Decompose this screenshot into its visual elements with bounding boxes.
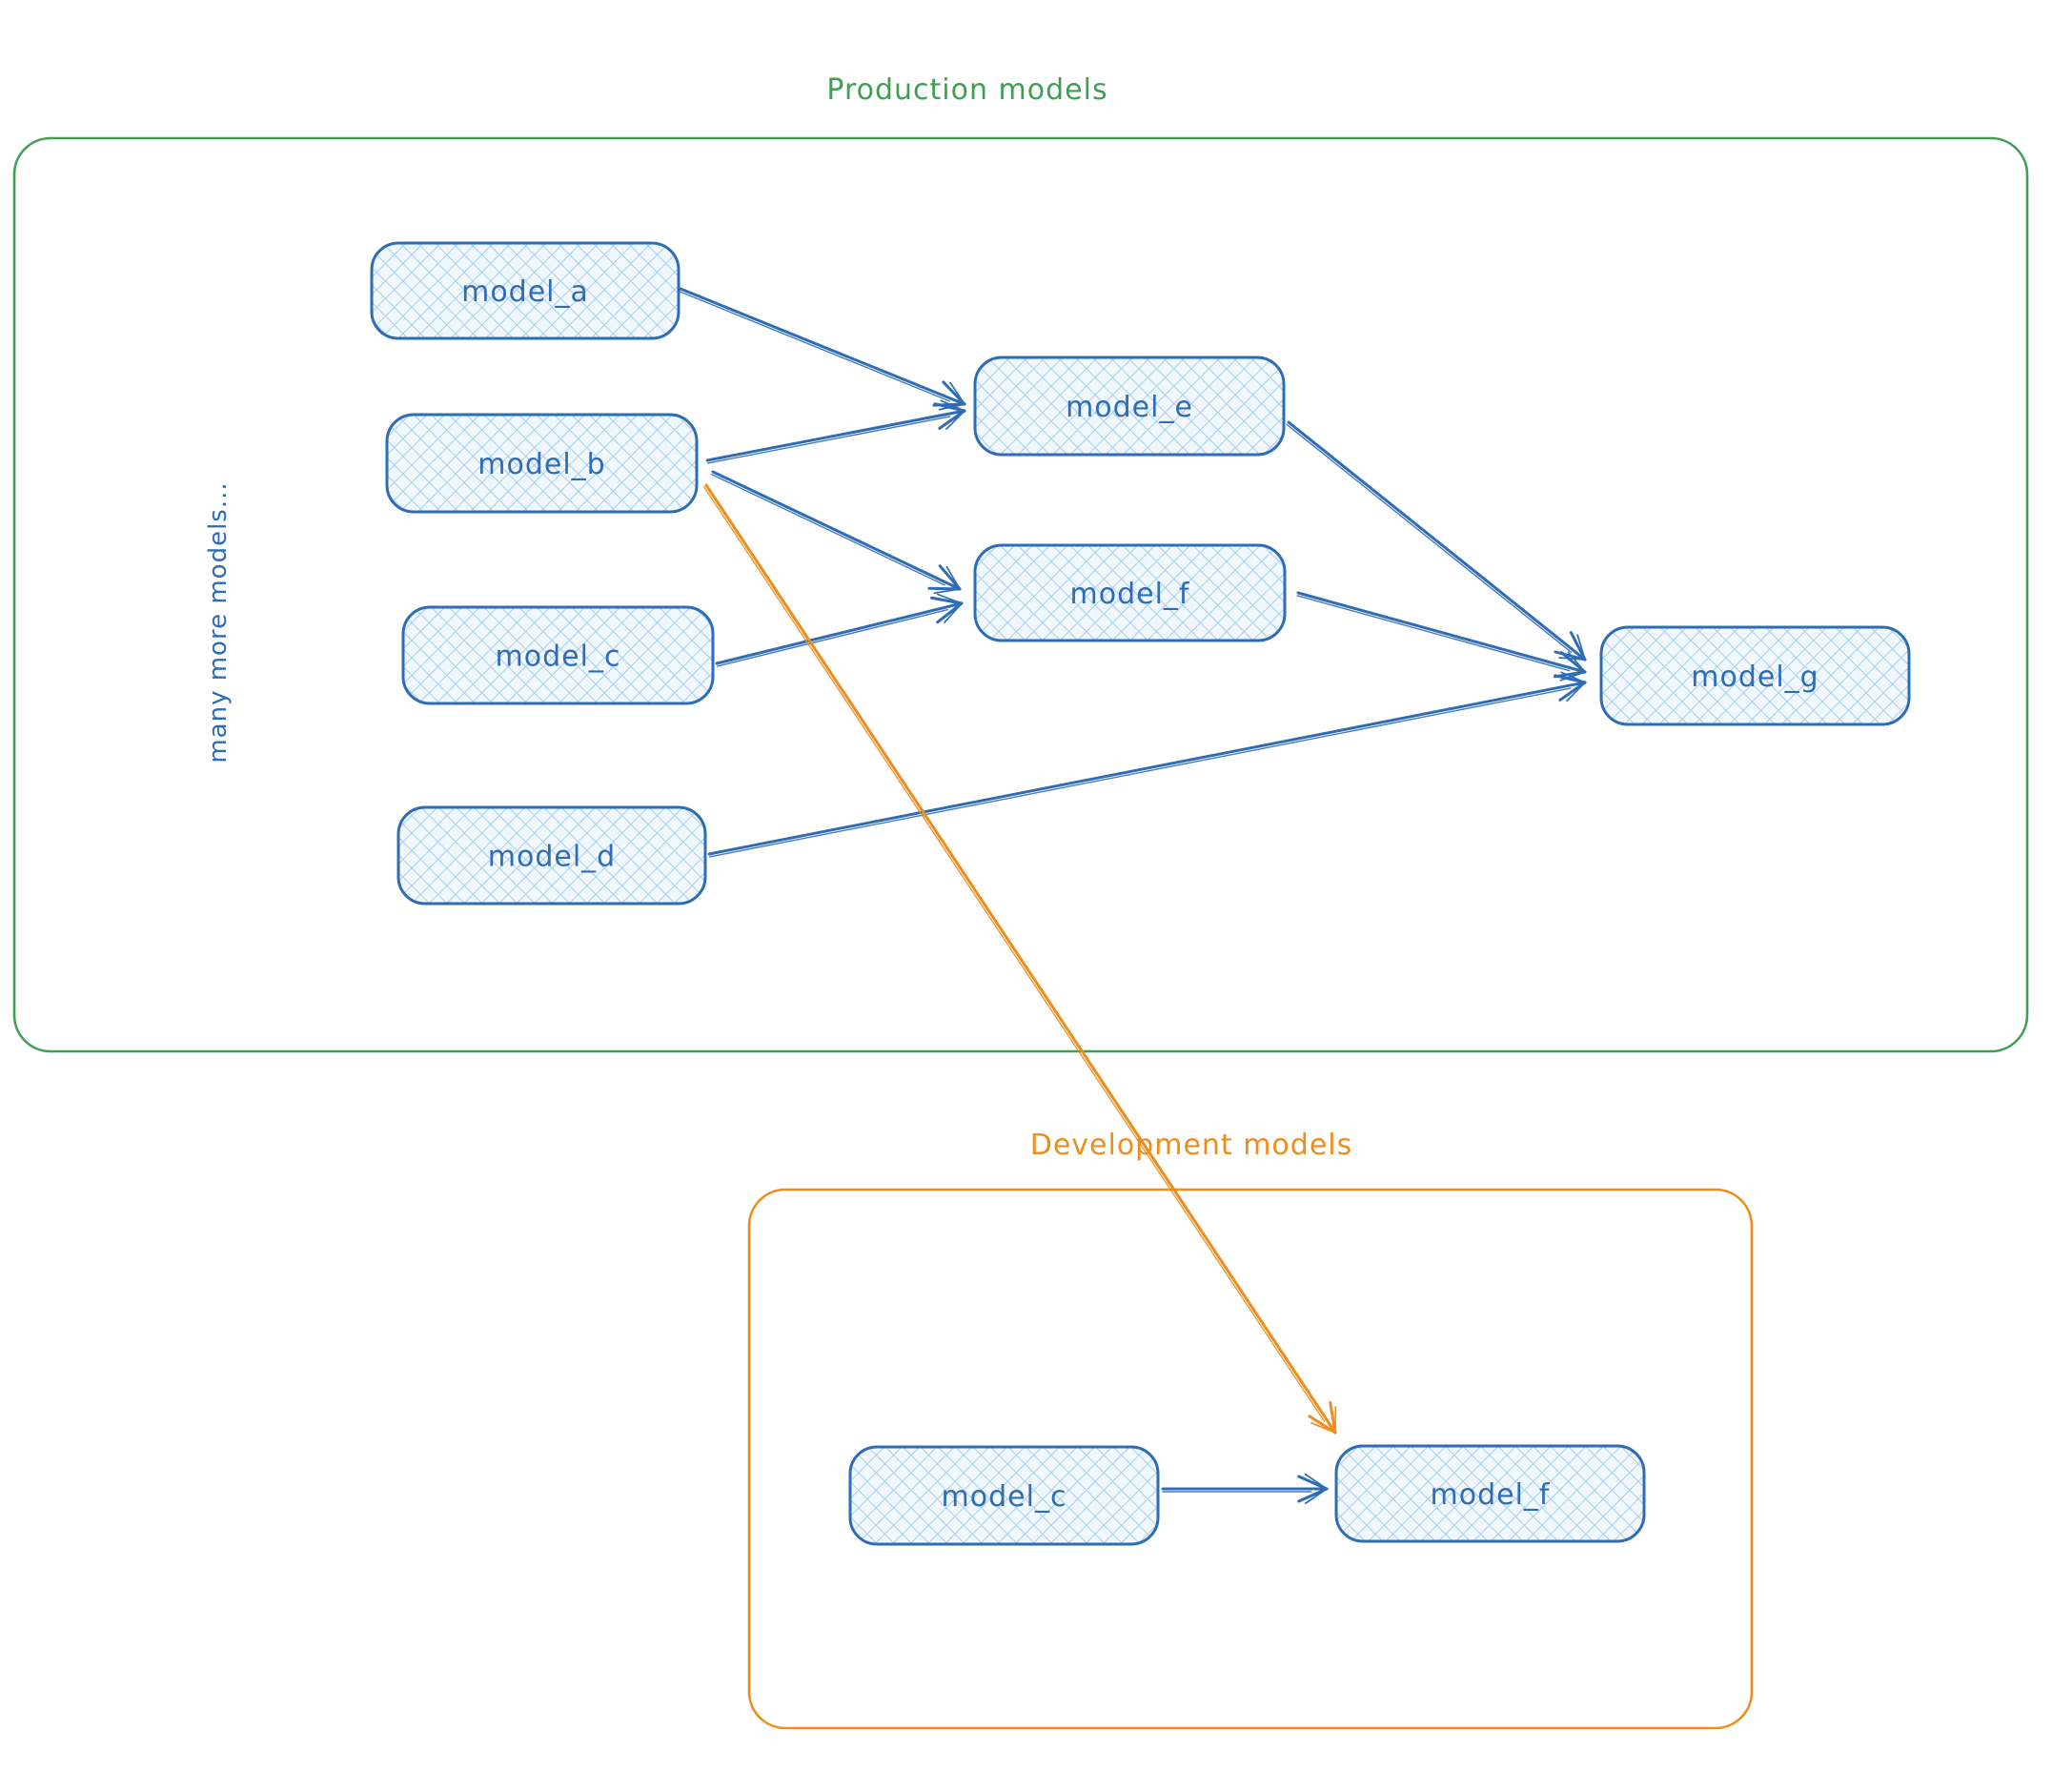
node-model_d: model_d — [396, 805, 707, 906]
arrow-model_b-to-dev_model_f — [702, 483, 1337, 1435]
node-model_b-box — [385, 413, 699, 514]
node-dev_model_c: model_c — [848, 1445, 1160, 1546]
node-model_d-box — [396, 805, 707, 906]
arrow-model_c-to-model_f — [715, 593, 964, 667]
node-model_f: model_f — [973, 543, 1287, 642]
node-dev_model_f-label: model_f — [1431, 1478, 1551, 1512]
node-model_g: model_g — [1599, 625, 1911, 726]
many-more-models-note: many more models... — [204, 481, 233, 763]
production-group-title: Production models — [826, 73, 1107, 107]
node-model_e: model_e — [973, 356, 1286, 457]
node-model_b-label: model_b — [477, 448, 605, 481]
node-model_c-box — [401, 605, 715, 705]
arrow-model_a-to-model_e — [679, 287, 966, 411]
node-dev_model_c-box — [848, 1445, 1160, 1546]
arrow-model_e-to-model_g — [1286, 420, 1587, 662]
node-model_e-box — [973, 356, 1286, 457]
arrow-model_b-to-model_f — [711, 470, 962, 595]
node-model_c: model_c — [401, 605, 715, 705]
node-model_g-box — [1599, 625, 1911, 726]
node-model_a: model_a — [370, 241, 681, 340]
group-development-container — [747, 1188, 1754, 1730]
node-dev_model_c-label: model_c — [942, 1480, 1067, 1514]
node-dev_model_f-box — [1334, 1444, 1646, 1543]
arrow-model_d-to-model_g — [707, 671, 1587, 858]
node-model_g-label: model_g — [1691, 661, 1818, 694]
node-model_f-box — [973, 543, 1287, 642]
node-model_b: model_b — [385, 413, 699, 514]
node-model_f-label: model_f — [1070, 578, 1190, 611]
node-dev_model_f: model_f — [1334, 1444, 1646, 1543]
node-model_e-label: model_e — [1066, 391, 1193, 424]
arrow-model_f-to-model_g — [1296, 591, 1587, 682]
node-model_d-label: model_d — [488, 841, 616, 874]
group-production-container — [12, 136, 2029, 1053]
node-model_a-label: model_a — [461, 275, 589, 309]
node-model_c-label: model_c — [496, 641, 621, 674]
node-model_a-box — [370, 241, 681, 340]
arrow-model_b-to-model_e — [705, 399, 966, 464]
arrow-dev_model_c-to-dev_model_f — [1161, 1473, 1329, 1505]
development-group-title: Development models — [1030, 1129, 1353, 1162]
